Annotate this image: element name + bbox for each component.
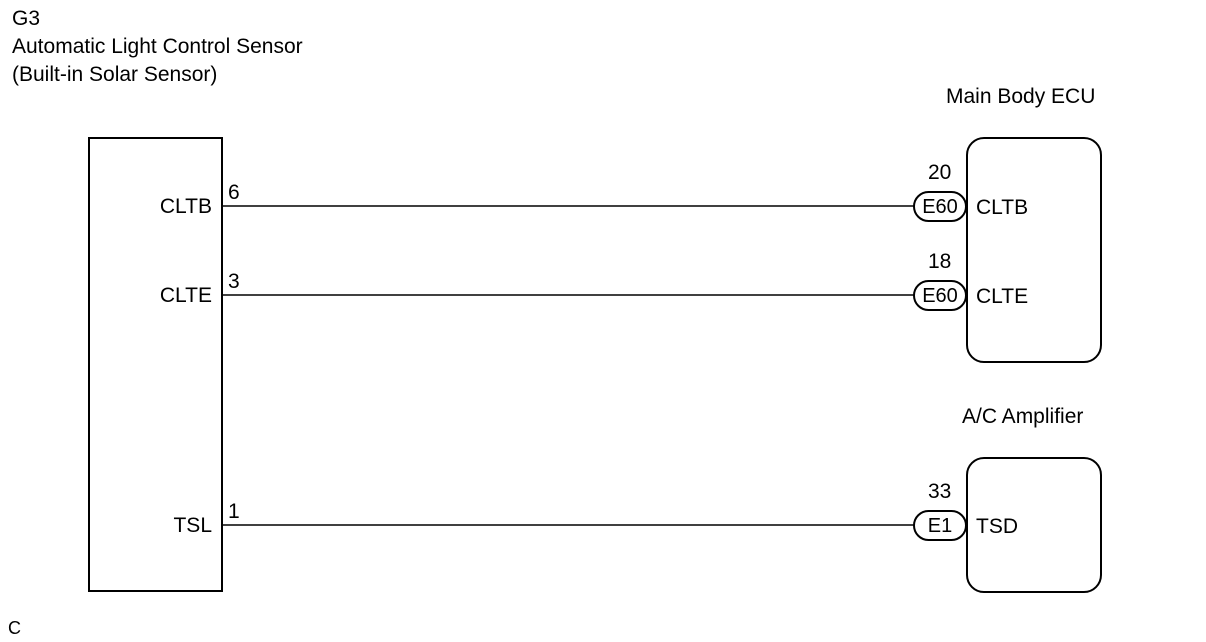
ecu-title: Main Body ECU bbox=[946, 85, 1096, 108]
ecu-connector-e60-b: E60 bbox=[913, 280, 967, 311]
amplifier-box bbox=[966, 457, 1102, 593]
ecu-pin-label-cltb: CLTB bbox=[976, 196, 1029, 219]
ecu-box bbox=[966, 137, 1102, 363]
sensor-pin-label-tsl: TSL bbox=[173, 514, 212, 537]
amplifier-title: A/C Amplifier bbox=[962, 405, 1084, 428]
sensor-pin-number-1: 1 bbox=[228, 500, 240, 523]
ecu-pin-number-20: 20 bbox=[928, 161, 952, 184]
sensor-pin-label-cltb: CLTB bbox=[159, 195, 212, 218]
ecu-connector-e60-a: E60 bbox=[913, 191, 967, 222]
amplifier-connector-e1: E1 bbox=[913, 510, 967, 541]
sensor-subname: (Built-in Solar Sensor) bbox=[12, 63, 218, 86]
sensor-box bbox=[88, 137, 223, 592]
ecu-pin-label-clte: CLTE bbox=[976, 285, 1029, 308]
sensor-pin-number-3: 3 bbox=[228, 270, 240, 293]
amplifier-pin-number-33: 33 bbox=[928, 480, 952, 503]
amplifier-pin-label-tsd: TSD bbox=[976, 515, 1018, 538]
ecu-pin-number-18: 18 bbox=[928, 250, 952, 273]
sensor-pin-label-clte: CLTE bbox=[159, 284, 212, 307]
sensor-pin-number-6: 6 bbox=[228, 181, 240, 204]
sensor-name: Automatic Light Control Sensor bbox=[12, 35, 303, 58]
sensor-code: G3 bbox=[12, 7, 41, 30]
footer-code: C bbox=[8, 618, 21, 638]
